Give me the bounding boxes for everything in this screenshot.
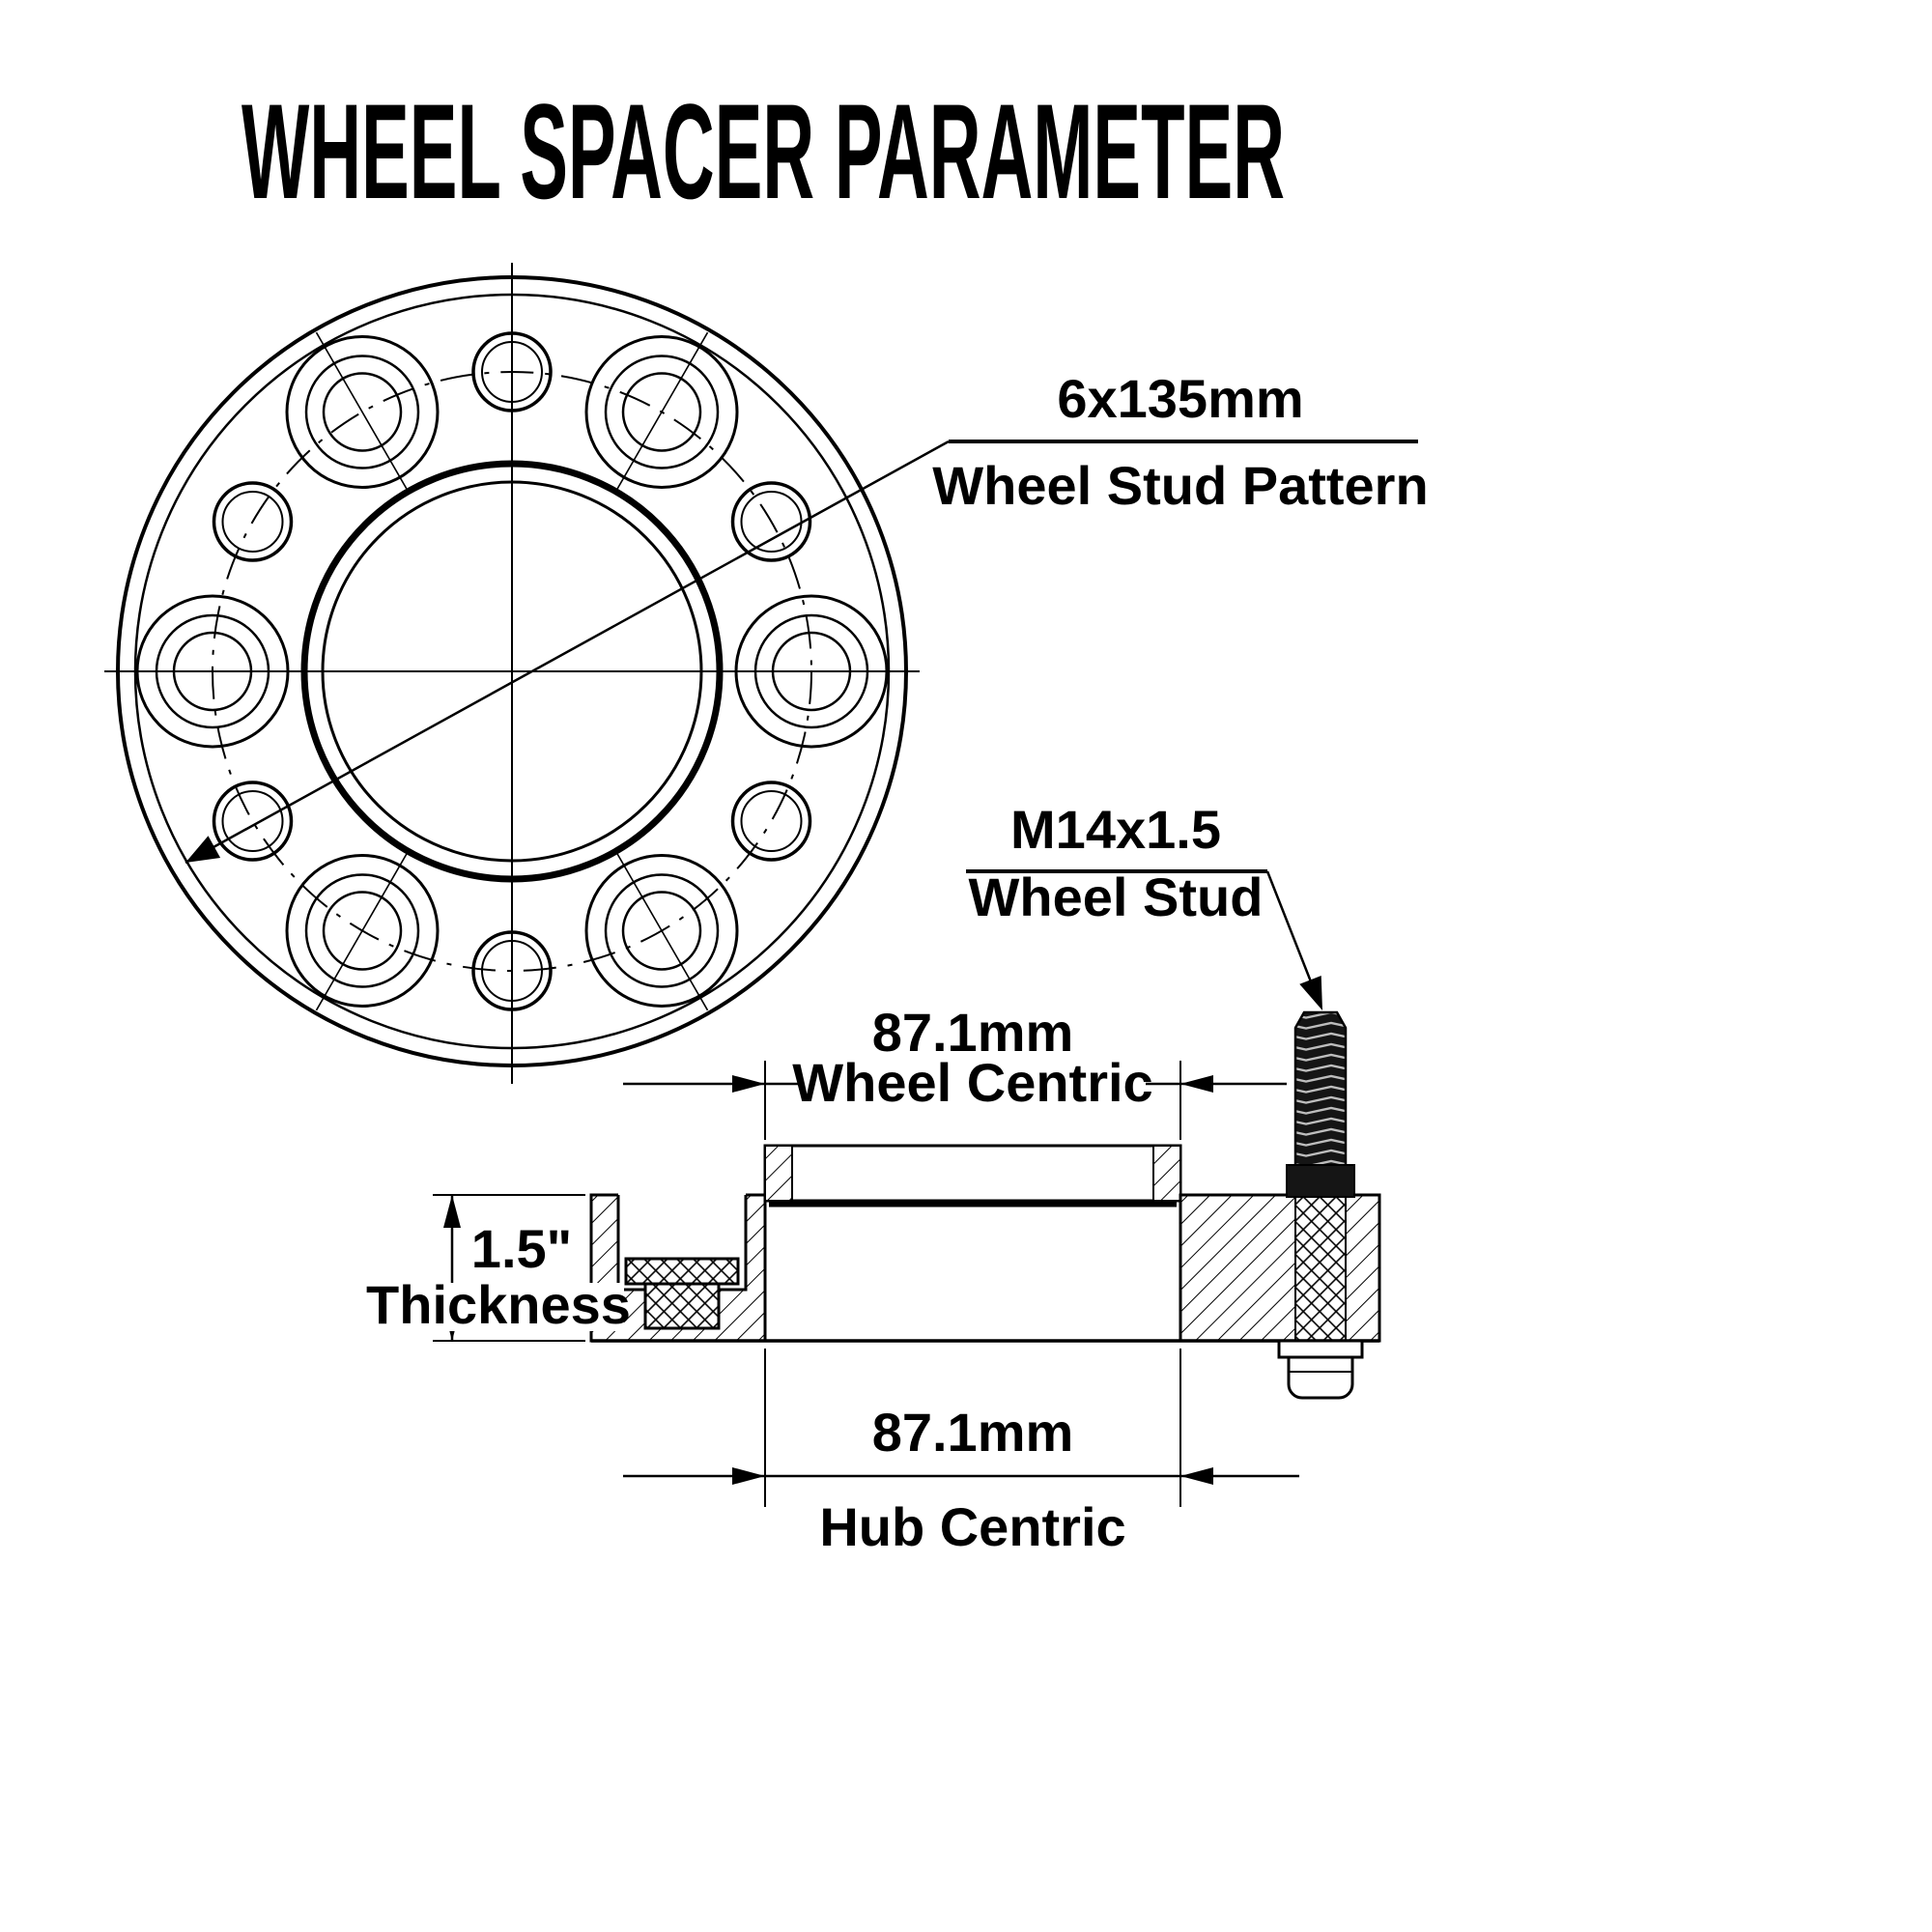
stud-pattern-callout: 6x135mm Wheel Stud Pattern <box>185 368 1429 865</box>
lip-band <box>763 1144 1182 1203</box>
spacer-cross-section <box>589 1010 1381 1400</box>
lip-band-left-section <box>764 1145 793 1202</box>
hub-centric-dimension: 87.1mm Hub Centric <box>623 1349 1299 1557</box>
wheel-stud-value: M14x1.5 <box>1010 799 1221 860</box>
stud-hole <box>212 781 294 862</box>
wheel-centric-dimension: 87.1mm Wheel Centric <box>623 1002 1287 1140</box>
dim-arrowhead <box>1180 1467 1213 1485</box>
lug-nut-flange <box>624 1257 740 1286</box>
dim-arrowhead <box>732 1075 765 1093</box>
lug-hole <box>584 854 739 1008</box>
spacer-front-view <box>104 263 920 1084</box>
wheel-stud-arrowhead <box>1299 976 1322 1010</box>
stud-pattern-arrowhead <box>185 836 221 863</box>
label-mask <box>375 1283 624 1331</box>
stud-hole <box>212 481 294 562</box>
hub-centric-value: 87.1mm <box>872 1402 1074 1463</box>
lug-nut-body <box>643 1282 721 1330</box>
thickness-label: Thickness <box>366 1274 631 1335</box>
lug-hole <box>584 335 739 489</box>
lip-band-right-section <box>1152 1145 1181 1202</box>
wheel-stud-callout: M14x1.5 Wheel Stud <box>966 799 1322 1010</box>
section-right-block-inner <box>1180 1195 1295 1341</box>
stud-washer <box>1277 1339 1364 1359</box>
outer-rim-circle <box>116 275 908 1067</box>
center-bore-outer <box>300 460 724 883</box>
stud-hole <box>471 331 553 412</box>
wheel-centric-label: Wheel Centric <box>792 1052 1152 1113</box>
stud-hole <box>471 930 553 1011</box>
dim-arrowhead <box>1180 1075 1213 1093</box>
label-mask <box>800 1057 1146 1107</box>
lug-hole <box>734 594 889 749</box>
stud-hole <box>730 781 812 862</box>
lug-hole-center-marks <box>315 331 709 1011</box>
lug-hole <box>135 594 290 749</box>
lug-hole <box>285 854 440 1008</box>
section-right-block-outer <box>1346 1195 1379 1341</box>
page-title: WHEEL SPACER PARAMETER <box>242 75 1285 227</box>
rim-chamfer-circle <box>133 293 891 1050</box>
center-bore-inner <box>321 480 703 863</box>
dim-arrowhead <box>732 1467 765 1485</box>
stud-head <box>1287 1355 1354 1400</box>
wheel-stud-threads <box>1293 1010 1348 1171</box>
stud-pattern-value: 6x135mm <box>1057 368 1303 429</box>
stud-pattern-label: Wheel Stud Pattern <box>932 455 1428 516</box>
thickness-value: 1.5" <box>471 1218 572 1279</box>
stud-pattern-leader-line <box>185 440 950 865</box>
bolt-circle <box>212 371 812 972</box>
wheel-stud-shoulder <box>1286 1164 1355 1198</box>
dim-arrowhead <box>443 1195 461 1228</box>
wheel-stud-label: Wheel Stud <box>969 867 1264 927</box>
stud-channel <box>1294 1194 1347 1342</box>
thickness-dimension: 1.5" Thickness <box>366 1194 631 1342</box>
wheel-centric-value: 87.1mm <box>872 1002 1074 1063</box>
wheel-stud-leader-line <box>1265 870 1320 1000</box>
lug-hole <box>285 335 440 489</box>
hub-centric-label: Hub Centric <box>819 1496 1125 1557</box>
